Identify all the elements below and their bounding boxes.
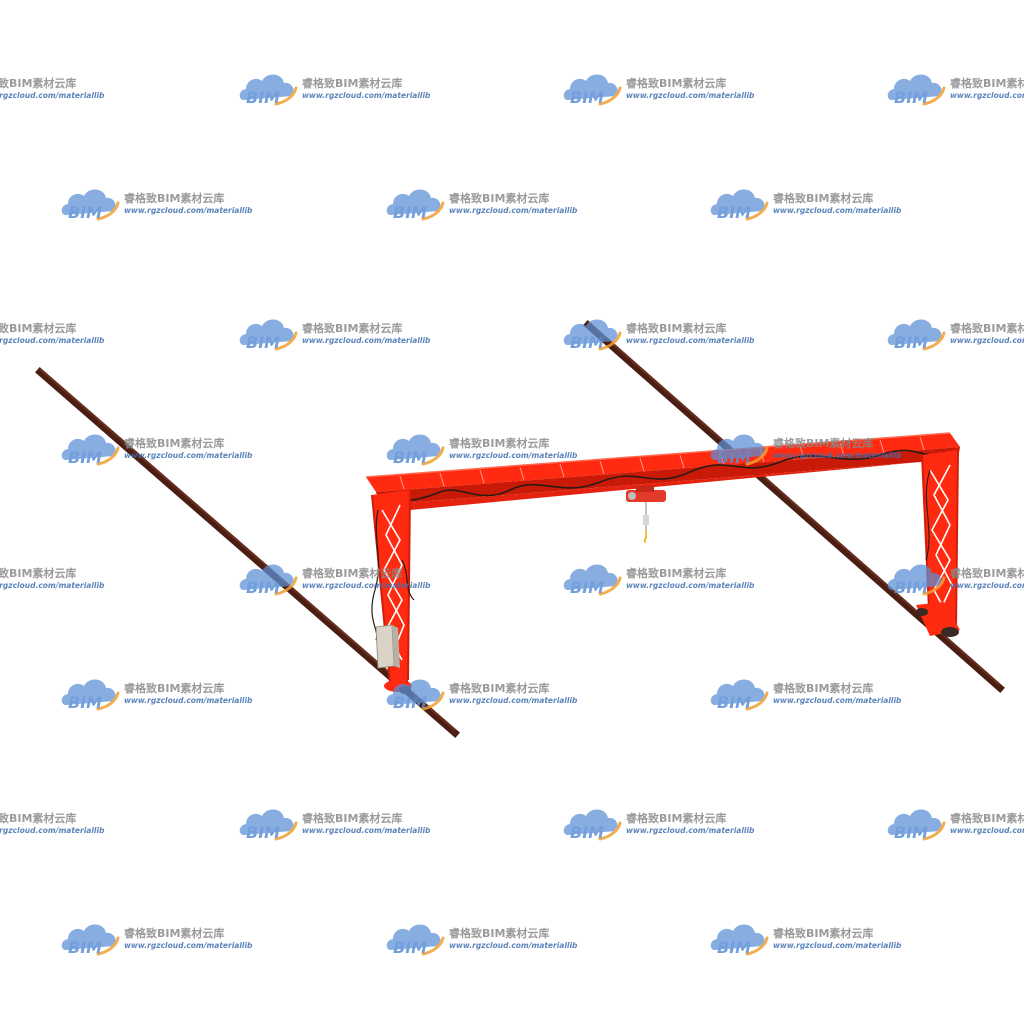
electrical-cabinet (375, 624, 400, 669)
right-leg (916, 449, 960, 637)
hoist-trolley (626, 486, 666, 543)
crane-girder (365, 432, 960, 510)
left-rail (35, 367, 460, 738)
girder-cable (374, 449, 946, 502)
